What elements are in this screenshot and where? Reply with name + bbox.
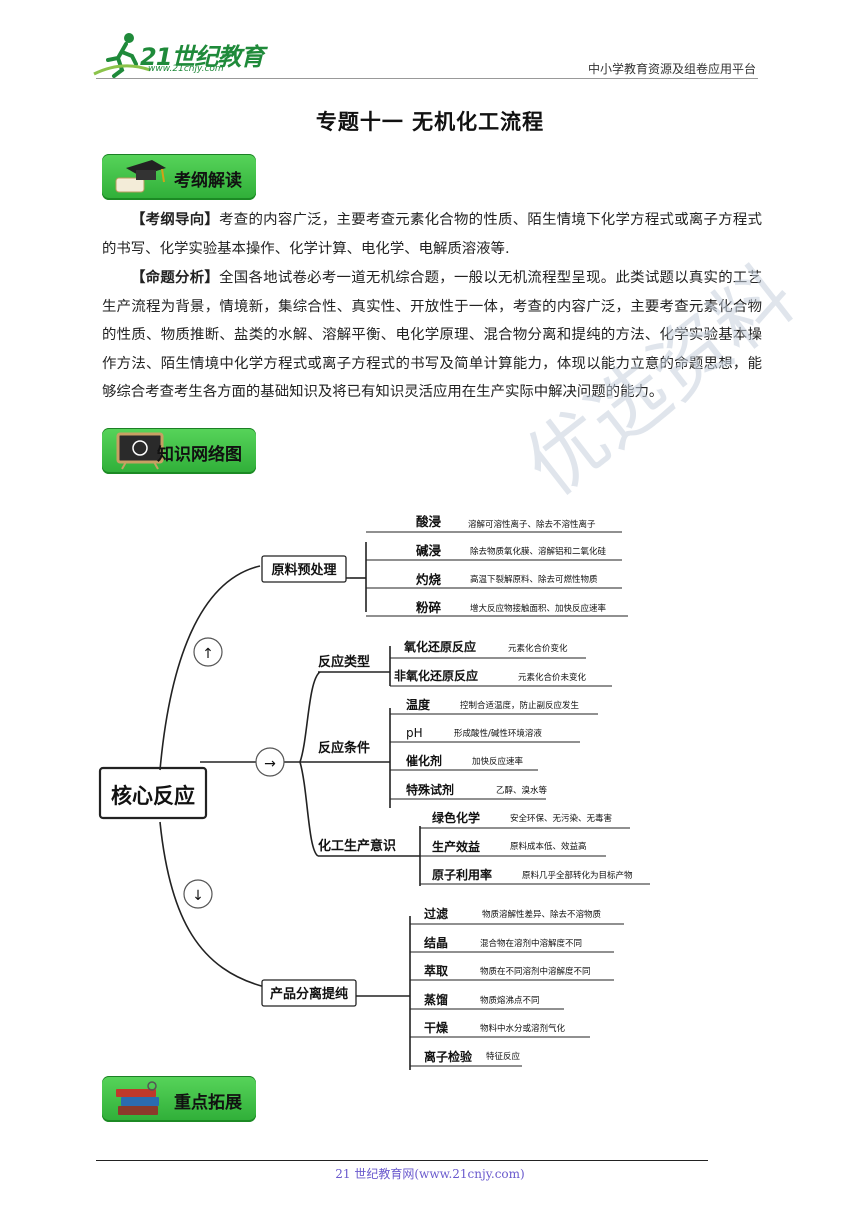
node-pretreat: 原料预处理 <box>271 562 336 578</box>
chem-key: 生产效益 <box>432 839 480 854</box>
banner-network-label: 知识网络图 <box>157 445 242 465</box>
pretreat-key: 粉碎 <box>416 600 442 615</box>
sep-value: 物料中水分或溶剂气化 <box>480 1023 566 1034</box>
rtype-key: 氧化还原反应 <box>403 639 476 654</box>
header-divider <box>96 78 758 79</box>
sep-value: 混合物在溶剂中溶解度不同 <box>480 938 582 949</box>
pretreat-key: 灼烧 <box>416 572 442 587</box>
runner-logo-icon <box>93 33 151 78</box>
node-reaction-type: 反应类型 <box>318 654 370 670</box>
rtype-key: 非氧化还原反应 <box>394 668 478 683</box>
sep-key: 过滤 <box>424 906 448 921</box>
rtype-value: 元素化合价未变化 <box>518 672 587 683</box>
chem-key: 原子利用率 <box>432 867 492 882</box>
node-chem-awareness: 化工生产意识 <box>318 838 396 854</box>
sep-value: 物质在不同溶剂中溶解度不同 <box>480 966 591 977</box>
rcond-value: 控制合适温度，防止副反应发生 <box>460 700 580 711</box>
pretreat-key: 酸浸 <box>416 514 442 529</box>
chem-value: 安全环保、无污染、无毒害 <box>510 813 612 824</box>
para2-heading: 【命题分析】 <box>131 269 220 286</box>
para1-body: 考查的内容广泛，主要考查元素化合物的性质、陌生情境下化学方程式或离子方程式的书写… <box>102 212 762 257</box>
logo-text: 21世纪教育 <box>140 43 264 71</box>
footer-link[interactable]: 21 世纪教育网(www.21cnjy.com) <box>335 1167 525 1181</box>
node-separation: 产品分离提纯 <box>270 986 348 1002</box>
sep-key: 萃取 <box>424 963 448 978</box>
rcond-key: pH <box>406 726 423 740</box>
pretreat-key: 碱浸 <box>416 543 442 558</box>
sep-key: 离子检验 <box>424 1049 473 1064</box>
sep-value: 物质熔沸点不同 <box>480 995 540 1006</box>
rcond-key: 温度 <box>406 697 431 712</box>
rcond-value: 乙醇、溴水等 <box>496 785 548 796</box>
banner-exam: 考纲解读 <box>102 154 256 200</box>
paragraph-analysis: 【命题分析】全国各地试卷必考一道无机综合题，一般以无机流程型呈现。此类试题以真实… <box>102 264 762 407</box>
rcond-key: 催化剂 <box>406 753 442 768</box>
graduation-cap-icon <box>115 160 166 193</box>
chem-value: 原料几乎全部转化为目标产物 <box>522 870 633 881</box>
footer-divider <box>96 1160 708 1161</box>
node-reaction-condition: 反应条件 <box>318 740 370 756</box>
rcond-key: 特殊试剂 <box>406 782 454 797</box>
paragraph-exam-guide: 【考纲导向】考查的内容广泛，主要考查元素化合物的性质、陌生情境下化学方程式或离子… <box>102 206 762 263</box>
logo-url: www.21cnjy.com <box>148 64 224 74</box>
sep-key: 干燥 <box>424 1020 449 1035</box>
chem-key: 绿色化学 <box>432 810 480 825</box>
chem-value: 原料成本低、效益高 <box>510 841 587 852</box>
banner-extend: 重点拓展 <box>102 1076 256 1122</box>
banner-extend-label: 重点拓展 <box>174 1093 242 1113</box>
site-logo <box>92 30 262 80</box>
banner-exam-label: 考纲解读 <box>174 171 242 191</box>
para2-body: 全国各地试卷必考一道无机综合题，一般以无机流程型呈现。此类试题以真实的工艺生产流… <box>102 270 762 401</box>
sep-key: 结晶 <box>424 935 448 950</box>
books-icon <box>116 1081 159 1115</box>
pretreat-items: 酸浸 碱浸 灼烧 粉碎 溶解可溶性离子、除去不溶性离子 除去物质氧化膜、溶解铝和… <box>366 514 628 617</box>
pretreat-value: 高温下裂解原料、除去可燃性物质 <box>470 574 598 585</box>
pretreat-value: 增大反应物接触面积、加快反应速率 <box>470 603 607 614</box>
knowledge-mindmap: ↑ → ↓ 核心反应 原料预处理 酸浸 碱浸 灼烧 粉碎 溶解可溶性离子、除去不… <box>98 514 650 1070</box>
blackboard-icon <box>116 432 164 470</box>
arrow-down-icon: ↓ <box>192 888 204 904</box>
arrow-right-icon: → <box>264 756 276 772</box>
arrow-up-icon: ↑ <box>202 646 214 662</box>
page-title: 专题十一 无机化工流程 <box>315 110 545 134</box>
rcond-value: 加快反应速率 <box>472 756 524 767</box>
sep-key: 蒸馏 <box>424 992 448 1007</box>
pretreat-value: 溶解可溶性离子、除去不溶性离子 <box>468 519 596 530</box>
sep-value: 特征反应 <box>486 1051 521 1062</box>
sep-value: 物质溶解性差异、除去不溶物质 <box>482 909 602 920</box>
para1-heading: 【考纲导向】 <box>131 211 220 228</box>
rcond-value: 形成酸性/碱性环境溶液 <box>454 728 542 739</box>
platform-tagline: 中小学教育资源及组卷应用平台 <box>587 62 756 76</box>
rtype-value: 元素化合价变化 <box>508 643 568 654</box>
mindmap-root: 核心反应 <box>111 784 195 808</box>
banner-network: 知识网络图 <box>102 428 256 474</box>
pretreat-value: 除去物质氧化膜、溶解铝和二氧化硅 <box>470 546 607 557</box>
